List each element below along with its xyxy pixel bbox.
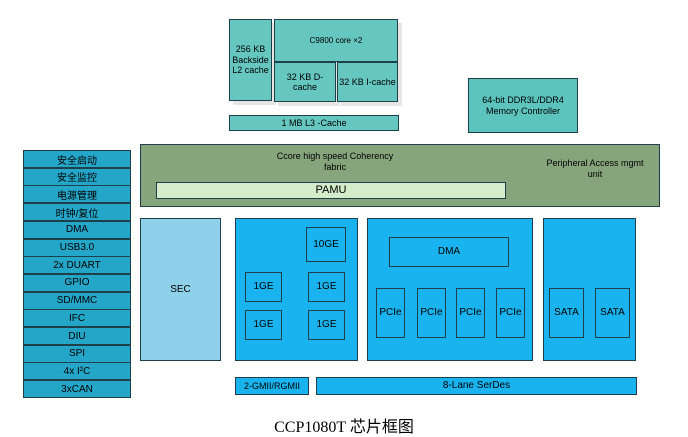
sata-block-1: SATA — [549, 288, 584, 338]
l2-cache-label: 256 KB Backside L2 cache — [232, 44, 269, 76]
sidebar-item-i2c: 4x I²C — [23, 362, 131, 381]
dcache-label: 32 KB D-cache — [286, 71, 324, 92]
memory-controller-label: 64-bit DDR3L/DDR4 Memory Controller — [482, 95, 564, 116]
sidebar-item-ifc: IFC — [23, 309, 131, 328]
core-block: C9800 core ×2 — [274, 19, 398, 62]
sidebar-item-duart: 2x DUART — [23, 256, 131, 275]
tenge-block: 10GE — [306, 227, 346, 262]
sidebar-item-can: 3xCAN — [23, 380, 131, 399]
sata-block-2: SATA — [595, 288, 630, 338]
sidebar-item-sd-mmc: SD/MMC — [23, 291, 131, 310]
pcie-dma-block: DMA — [389, 237, 509, 267]
serdes-block: 8-Lane SerDes — [316, 377, 637, 395]
l3-cache-block: 1 MB L3 -Cache — [229, 115, 399, 131]
sidebar-item-power-management: 电源管理 — [23, 185, 131, 204]
pamu-label: PAMU — [315, 184, 347, 197]
coherency-fabric-label: Ccore high speed Coherency fabric — [276, 151, 394, 173]
dcache-block: 32 KB D-cache — [274, 62, 336, 102]
sidebar-item-diu: DIU — [23, 327, 131, 345]
sidebar-item-gpio: GPIO — [23, 273, 131, 292]
icache-label: 32 KB I-cache — [339, 76, 396, 87]
sidebar-item-dma: DMA — [23, 220, 131, 239]
sidebar-item-secure-boot: 安全启动 — [23, 150, 131, 168]
sidebar-item-spi: SPI — [23, 344, 131, 363]
ge-block-2: 1GE — [308, 272, 345, 302]
pcie-block-1: PCIe — [376, 288, 405, 338]
sec-block: SEC — [140, 218, 221, 361]
pcie-dma-label: DMA — [437, 246, 461, 258]
core-label: C9800 core ×2 — [309, 35, 363, 45]
pamu-block: PAMU — [156, 182, 506, 199]
diagram-caption: CCP1080T 芯片框图 — [274, 419, 414, 436]
pcie-block-4: PCIe — [496, 288, 525, 338]
pcie-block-3: PCIe — [456, 288, 485, 338]
ge-block-4: 1GE — [308, 310, 345, 340]
rgmii-block: 2-GMII/RGMII — [235, 377, 309, 395]
pcie-block-2: PCIe — [417, 288, 446, 338]
sidebar-item-security-monitor: 安全监控 — [23, 167, 131, 186]
peripheral-list: 安全启动 安全监控 电源管理 时钟/复位 DMA USB3.0 2x DUART… — [23, 150, 131, 399]
peripheral-access-label: Peripheral Access mgmt unit — [546, 158, 644, 180]
ge-block-1: 1GE — [245, 272, 282, 302]
ge-block-3: 1GE — [245, 310, 282, 340]
serdes-label: 8-Lane SerDes — [442, 380, 511, 392]
icache-block: 32 KB I-cache — [337, 62, 398, 102]
sidebar-item-clock-reset: 时钟/复位 — [23, 203, 131, 222]
l3-cache-label: 1 MB L3 -Cache — [281, 117, 347, 128]
sec-label: SEC — [170, 283, 191, 295]
tenge-label: 10GE — [313, 238, 339, 250]
rgmii-label: 2-GMII/RGMII — [244, 380, 300, 391]
memory-controller-block: 64-bit DDR3L/DDR4 Memory Controller — [468, 78, 578, 133]
l2-cache-block: 256 KB Backside L2 cache — [229, 19, 272, 101]
sidebar-item-usb: USB3.0 — [23, 238, 131, 257]
